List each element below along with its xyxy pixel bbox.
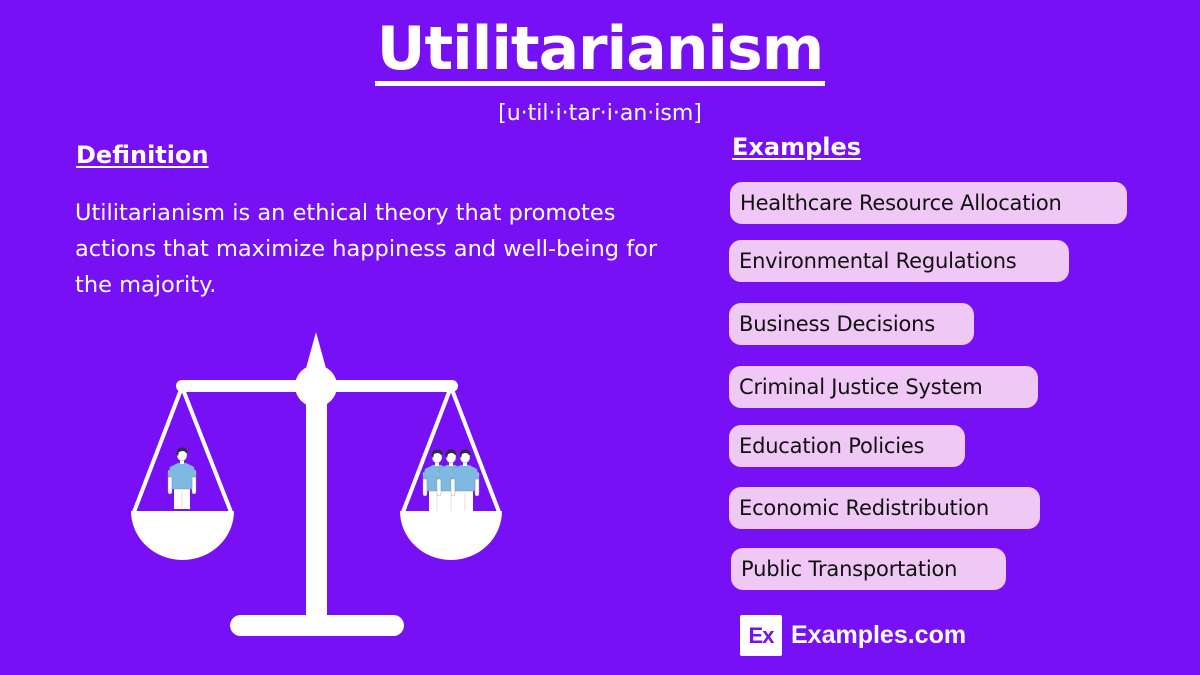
logo-text: Examples.com [791,621,967,649]
examples-heading: Examples [732,133,862,161]
pronunciation: [u·til·i·tar·i·an·ism] [498,101,702,126]
definition-text: Utilitarianism is an ethical theory that… [75,200,658,298]
logo-mark: Ex [740,615,782,656]
definition-heading: Definition [76,141,209,169]
examples-logo[interactable]: Ex Examples.com [740,615,966,656]
example-pill: Public Transportation [731,548,1006,590]
example-pill: Education Policies [729,425,965,467]
example-pill: Business Decisions [729,303,974,345]
example-pill: Healthcare Resource Allocation [730,182,1127,224]
title-text: Utilitarianism [374,14,826,86]
example-pill: Criminal Justice System [729,366,1038,408]
page-title: Utilitarianism [0,14,1200,86]
example-pill: Environmental Regulations [729,240,1069,282]
example-pill: Economic Redistribution [729,487,1040,529]
